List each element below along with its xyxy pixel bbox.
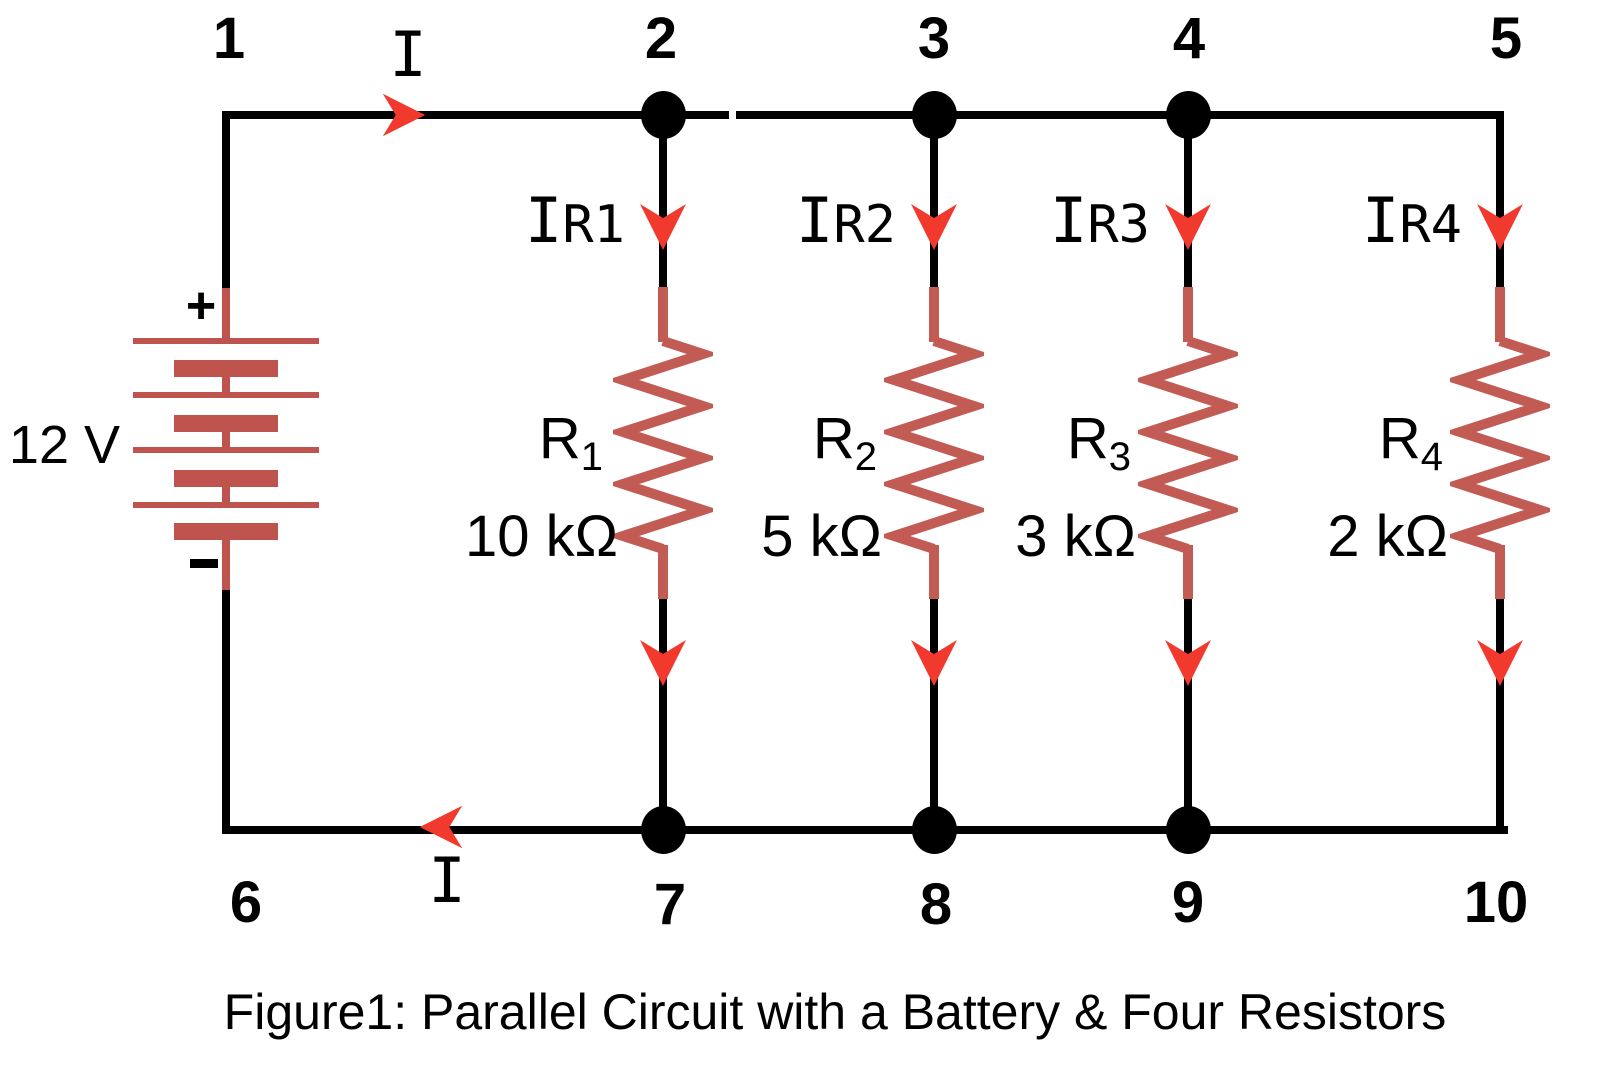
resistor-zigzag-r4: [1450, 337, 1550, 553]
branch4-current-label: IR4: [1362, 184, 1462, 257]
branch1-lead-top: [658, 287, 668, 342]
battery-long-plate: [133, 502, 319, 508]
battery-bottom-wire: [222, 586, 230, 834]
battery-top-wire: [222, 111, 230, 292]
current-arrow-right-icon: [382, 93, 426, 137]
node-label-10: 10: [1463, 870, 1529, 935]
branch3-lead-top: [1183, 287, 1193, 342]
branch4-lead-bottom: [1495, 545, 1505, 599]
resistor-value-r1: 10 kΩ: [465, 504, 618, 569]
node-label-1: 1: [212, 6, 246, 71]
main-current-label-bottom: I: [428, 844, 466, 917]
junction-dot-node9: [1166, 806, 1211, 854]
resistor-zigzag-r1: [613, 337, 713, 553]
battery-voltage-label: 12 V: [8, 415, 120, 475]
battery-cell-connector: [222, 375, 230, 395]
branch2-wire-bottom: [930, 594, 938, 830]
junction-dot-node7: [641, 806, 686, 854]
battery-minus-sign: [190, 559, 218, 568]
branch4-wire-top: [1496, 111, 1504, 295]
branch1-wire-bottom: [659, 594, 667, 830]
branch1-current-label: IR1: [525, 184, 625, 257]
branch2-current-label: IR2: [796, 184, 896, 257]
branch4-lead-top: [1495, 287, 1505, 342]
resistor-zigzag-r3: [1138, 337, 1238, 553]
node-label-9: 9: [1171, 870, 1205, 935]
current-arrow-down-icon: [1477, 640, 1523, 686]
node-label-8: 8: [919, 872, 953, 937]
battery-positive-stub: [222, 288, 230, 342]
branch3-current-label: IR3: [1050, 184, 1150, 257]
battery-negative-stub: [222, 538, 230, 590]
battery-long-plate: [133, 447, 319, 453]
current-arrow-down-icon: [911, 204, 957, 250]
branch2-wire-top: [930, 115, 938, 295]
figure-caption: Figure1: Parallel Circuit with a Battery…: [223, 984, 1447, 1040]
resistor-name-r1: R1: [538, 406, 603, 479]
battery-short-plate: [174, 360, 278, 377]
resistor-name-r4: R4: [1378, 406, 1443, 479]
resistor-name-r3: R3: [1066, 406, 1131, 479]
junction-dot-node8: [912, 806, 957, 854]
junction-dot-node4: [1166, 91, 1211, 139]
junction-dot-node2: [641, 91, 686, 139]
battery-short-plate: [174, 470, 278, 487]
resistor-value-r2: 5 kΩ: [761, 504, 882, 569]
resistor-zigzag-r2: [884, 337, 984, 553]
current-arrow-down-icon: [1165, 204, 1211, 250]
battery-plus-sign: +: [185, 277, 217, 335]
resistor-value-r3: 3 kΩ: [1015, 504, 1136, 569]
node-label-4: 4: [1172, 6, 1206, 71]
top-wire-gap: [729, 109, 736, 121]
branch3-lead-bottom: [1183, 545, 1193, 599]
node-label-7: 7: [653, 872, 687, 937]
current-arrow-down-icon: [911, 640, 957, 686]
battery-long-plate: [133, 392, 319, 398]
branch2-lead-top: [929, 287, 939, 342]
branch2-lead-bottom: [929, 545, 939, 599]
branch3-wire-top: [1184, 115, 1192, 295]
current-arrow-down-icon: [1477, 204, 1523, 250]
node-label-6: 6: [229, 870, 263, 935]
resistor-name-r2: R2: [812, 406, 877, 479]
battery-short-plate: [174, 415, 278, 432]
battery-cell-connector: [222, 430, 230, 450]
bottom-bus-wire: [222, 826, 1508, 834]
branch1-wire-top: [659, 115, 667, 295]
node-label-3: 3: [917, 6, 951, 71]
current-arrow-down-icon: [1165, 640, 1211, 686]
battery-cell-connector: [222, 485, 230, 505]
current-arrow-left-icon: [419, 805, 463, 849]
current-arrow-down-icon: [640, 204, 686, 250]
branch4-wire-bottom: [1496, 594, 1504, 834]
battery-long-plate: [133, 338, 319, 344]
branch1-lead-bottom: [658, 545, 668, 599]
junction-dot-node3: [912, 91, 957, 139]
battery-short-plate: [174, 523, 278, 540]
resistor-value-r4: 2 kΩ: [1327, 504, 1448, 569]
node-label-5: 5: [1489, 6, 1523, 71]
branch3-wire-bottom: [1184, 594, 1192, 830]
current-arrow-down-icon: [640, 640, 686, 686]
main-current-label-top: I: [389, 18, 427, 91]
node-label-2: 2: [644, 6, 678, 71]
top-bus-wire: [222, 111, 1504, 119]
